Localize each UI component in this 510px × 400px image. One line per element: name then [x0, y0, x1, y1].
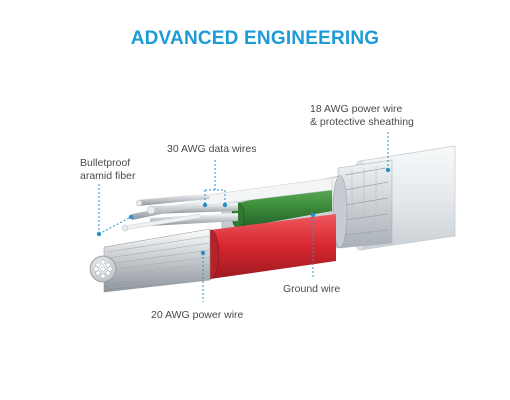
label-18awg-power: 18 AWG power wire & protective sheathing	[310, 103, 414, 129]
red-wire	[200, 214, 336, 280]
green-wire	[150, 181, 332, 229]
white-data-wire	[132, 177, 333, 220]
label-18awg-line-2: & protective sheathing	[310, 116, 414, 128]
power20-callout-dot	[200, 250, 206, 256]
power18-callout-dot	[385, 167, 391, 173]
diagram-title: ADVANCED ENGINEERING	[130, 28, 380, 49]
aramid-callout-dot	[128, 214, 134, 220]
data-wire-dot-b	[222, 202, 228, 208]
label-18awg-line-1: 18 AWG power wire	[310, 103, 403, 115]
label-aramid-fiber: Bulletproof aramid fiber	[80, 157, 135, 183]
aramid-callout-dot-b	[96, 231, 102, 237]
data-wires-callout-line	[204, 160, 226, 205]
label-aramid-line-1: Bulletproof	[80, 157, 131, 169]
label-ground-wire: Ground wire	[283, 283, 341, 295]
ground-callout-dot	[310, 212, 316, 218]
label-data-wires: 30 AWG data wires	[167, 143, 257, 155]
aramid-fiber	[121, 199, 201, 232]
data-wire-dot-a	[202, 202, 208, 208]
power-conductor-strands	[89, 228, 211, 293]
label-20awg-power: 20 AWG power wire	[151, 309, 244, 321]
label-aramid-line-2: aramid fiber	[80, 170, 136, 182]
braided-shield	[337, 159, 393, 249]
